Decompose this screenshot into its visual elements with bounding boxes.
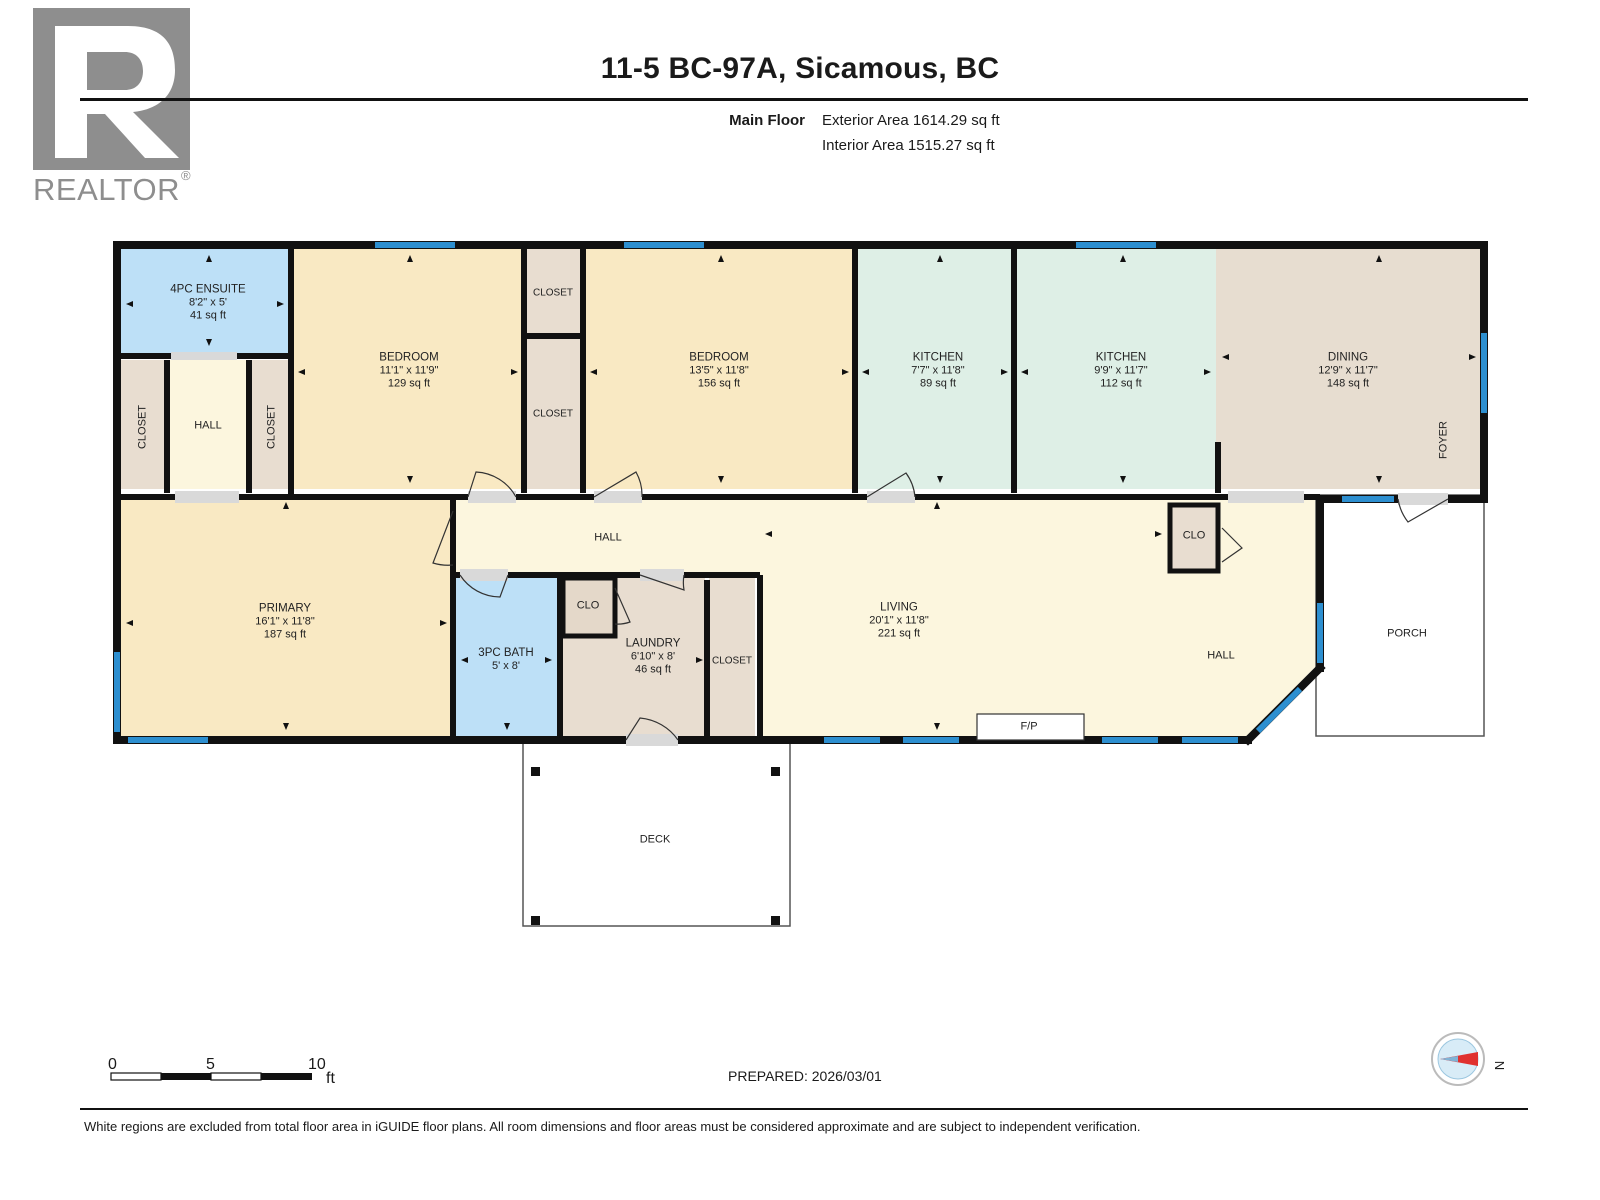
- page-title: 11-5 BC-97A, Sicamous, BC: [600, 52, 1000, 85]
- hall-left-fill: [165, 360, 251, 489]
- deck-post: [531, 767, 540, 776]
- closet-left-fill: [121, 360, 165, 489]
- closet-top-fill: [526, 249, 581, 334]
- ensuite-fill: [121, 249, 289, 353]
- room-hall-right-label: HALL: [1207, 649, 1235, 662]
- kitchen2-fill: [1016, 249, 1216, 489]
- deck-outline: [522, 739, 791, 927]
- floor-label: Main Floor: [729, 112, 805, 129]
- room-hall-main-label: HALL: [594, 531, 622, 544]
- bedroom2-fill: [585, 249, 853, 489]
- scale-bar: [110, 1072, 312, 1081]
- room-deck-label: DECK: [639, 833, 671, 846]
- dimension-arrows: [126, 255, 1476, 730]
- room-closet-top-label: CLOSET: [532, 287, 574, 299]
- clo-hall-fill: [1170, 505, 1218, 571]
- room-clo-laundry-label: CLO: [576, 599, 600, 612]
- scale-label-10: 10: [308, 1056, 326, 1073]
- room-closet-right-label: CLOSET: [265, 404, 278, 450]
- closet-laundry-fill: [709, 578, 755, 736]
- room-porch-label: PORCH: [1387, 627, 1427, 640]
- primary-fill: [121, 495, 450, 736]
- deck-post: [531, 916, 540, 925]
- deck-post: [771, 916, 780, 925]
- scale-unit: ft: [326, 1070, 335, 1087]
- realtor-reg-mark: ®: [181, 168, 191, 183]
- realtor-logo-mark: [33, 8, 190, 170]
- interior-area: Interior Area 1515.27 sq ft: [822, 137, 995, 154]
- door-openings: [171, 352, 1448, 746]
- realtor-logo-text: REALTOR: [33, 172, 181, 207]
- exterior-area: Exterior Area 1614.29 sq ft: [822, 112, 1000, 129]
- scale-label-0: 0: [108, 1056, 117, 1073]
- bath-fill: [456, 578, 557, 736]
- compass-icon: [1431, 1032, 1485, 1086]
- deck-post: [771, 767, 780, 776]
- realtor-r-icon: [55, 26, 179, 158]
- fireplace-label: F/P: [1020, 720, 1038, 733]
- room-clo-hall-label: CLO: [1182, 529, 1206, 542]
- kitchen1-fill: [857, 249, 1012, 489]
- living-hall-fill: [450, 495, 1316, 736]
- door-swings: [432, 471, 1449, 741]
- fireplace: [976, 713, 1085, 741]
- dining-fill: [1216, 249, 1480, 489]
- clo-hall-walls: [1167, 502, 1221, 574]
- room-closet-mid-label: CLOSET: [532, 408, 574, 420]
- scale-label-5: 5: [206, 1056, 215, 1073]
- closet-right-fill: [251, 360, 289, 489]
- room-foyer-label: FOYER: [1437, 421, 1450, 459]
- room-hall-left-label: HALL: [194, 419, 222, 432]
- bedroom1-fill: [293, 249, 522, 489]
- disclaimer-text: White regions are excluded from total fl…: [84, 1119, 1141, 1134]
- prepared-date: PREPARED: 2026/03/01: [728, 1068, 882, 1084]
- header-divider: [80, 98, 1528, 101]
- room-closet-laundry-label: CLOSET: [711, 655, 753, 667]
- porch-outline: [1315, 494, 1485, 737]
- closet-mid-fill: [526, 338, 581, 489]
- room-closet-left-label: CLOSET: [136, 404, 149, 450]
- footer-divider: [80, 1108, 1528, 1110]
- windows: [114, 242, 1487, 743]
- compass-north-label: N: [1492, 1060, 1508, 1071]
